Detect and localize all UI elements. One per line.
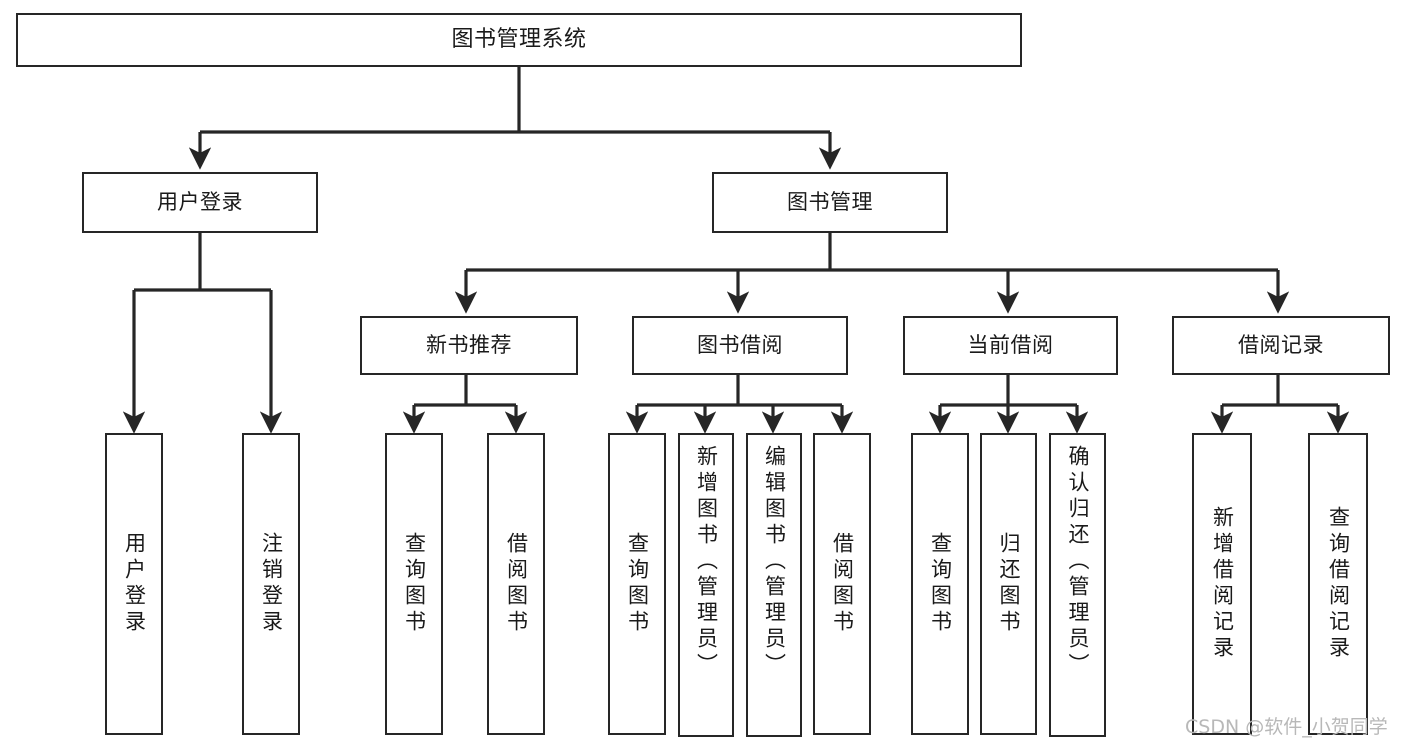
csdn-watermark: CSDN @软件_小贺同学 xyxy=(1185,716,1388,738)
node-label: 图书管理 xyxy=(787,190,873,215)
node-book-manage[interactable]: 图书管理 xyxy=(712,172,948,233)
leaf-return-book[interactable]: 归还图书 xyxy=(980,433,1037,735)
leaf-add-borrow-record[interactable]: 新增借阅记录 xyxy=(1192,433,1252,735)
node-label: 当前借阅 xyxy=(967,333,1054,358)
node-label: 查询图书 xyxy=(402,532,427,636)
node-label: 查询图书 xyxy=(625,532,650,636)
leaf-query-book-borrow[interactable]: 查询图书 xyxy=(608,433,666,735)
node-current-borrow[interactable]: 当前借阅 xyxy=(903,316,1118,375)
node-label: 借阅记录 xyxy=(1238,333,1324,358)
node-root-system[interactable]: 图书管理系统 xyxy=(16,13,1022,67)
leaf-query-book-recommend[interactable]: 查询图书 xyxy=(385,433,443,735)
leaf-logout-login[interactable]: 注销登录 xyxy=(242,433,300,735)
node-label: 借阅图书 xyxy=(504,532,529,636)
node-label: 编辑图书（管理员） xyxy=(762,445,787,679)
leaf-confirm-return[interactable]: 确认归还（管理员） xyxy=(1049,433,1106,737)
node-label: 注销登录 xyxy=(259,532,284,636)
leaf-user-login[interactable]: 用户登录 xyxy=(105,433,163,735)
node-label: 图书借阅 xyxy=(697,333,783,358)
node-book-borrow[interactable]: 图书借阅 xyxy=(632,316,848,375)
node-label: 图书管理系统 xyxy=(451,27,587,53)
node-new-book-recommend[interactable]: 新书推荐 xyxy=(360,316,578,375)
leaf-borrow-book-recommend[interactable]: 借阅图书 xyxy=(487,433,545,735)
leaf-add-book[interactable]: 新增图书（管理员） xyxy=(678,433,734,737)
node-label: 新增图书（管理员） xyxy=(694,445,719,679)
node-borrow-record[interactable]: 借阅记录 xyxy=(1172,316,1390,375)
leaf-query-borrow-record[interactable]: 查询借阅记录 xyxy=(1308,433,1368,735)
node-label: 用户登录 xyxy=(122,532,147,636)
node-label: 借阅图书 xyxy=(830,532,855,636)
node-label: 确认归还（管理员） xyxy=(1066,445,1090,679)
node-label: 新增借阅记录 xyxy=(1210,506,1235,662)
node-user-login[interactable]: 用户登录 xyxy=(82,172,318,233)
leaf-query-book-current[interactable]: 查询图书 xyxy=(911,433,969,735)
node-label: 归还图书 xyxy=(997,532,1021,636)
node-label: 用户登录 xyxy=(157,190,243,215)
leaf-borrow-book-borrow[interactable]: 借阅图书 xyxy=(813,433,871,735)
node-label: 查询借阅记录 xyxy=(1326,506,1351,662)
leaf-edit-book[interactable]: 编辑图书（管理员） xyxy=(746,433,802,737)
node-label: 查询图书 xyxy=(928,532,953,636)
node-label: 新书推荐 xyxy=(426,333,512,358)
